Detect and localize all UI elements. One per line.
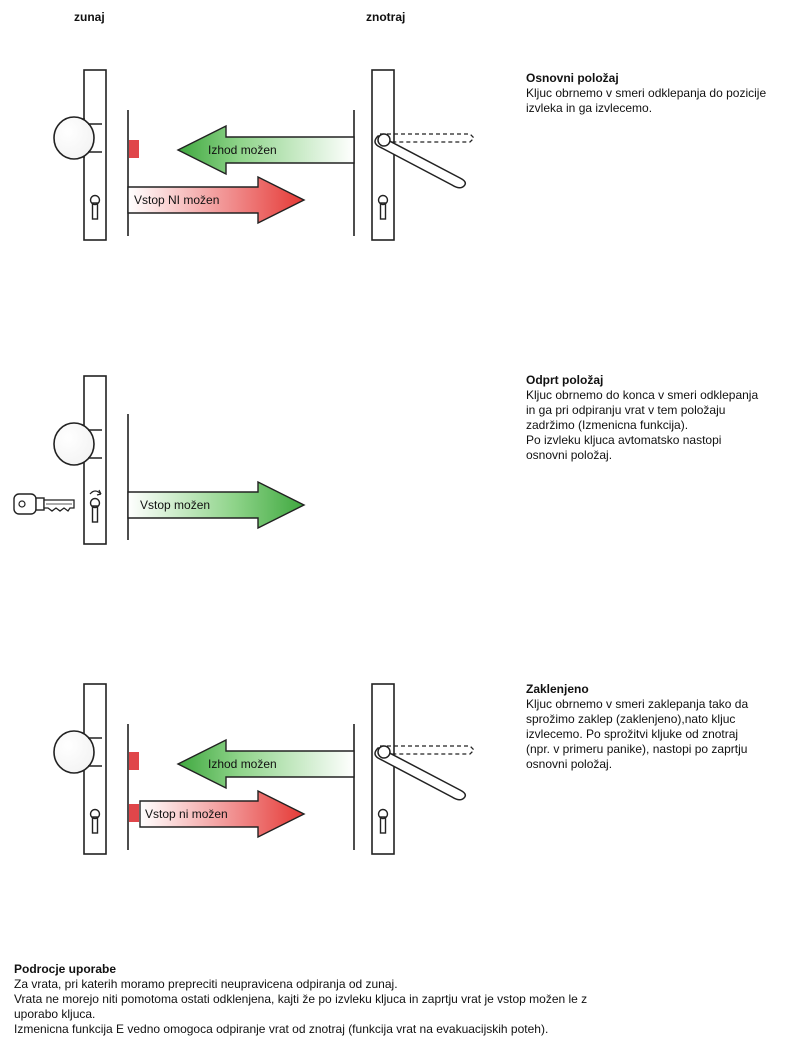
door-knob-icon bbox=[53, 422, 95, 466]
section-1-description: Osnovni položaj Kljuc obrnemo v smeri od… bbox=[526, 71, 794, 116]
footer-line: Za vrata, pri katerih moramo prepreciti … bbox=[14, 977, 398, 991]
outside-door-plate bbox=[53, 69, 107, 241]
outside-door-plate bbox=[53, 375, 107, 545]
section-2-diagram: Vstop možen bbox=[13, 375, 306, 545]
lock-bolt-block bbox=[129, 804, 139, 822]
header-outside: zunaj bbox=[74, 10, 105, 24]
cylinder-keyhole-icon bbox=[377, 194, 389, 220]
cylinder-keyhole-icon bbox=[377, 808, 389, 834]
section-title: Zaklenjeno bbox=[526, 682, 589, 696]
inside-door-plate bbox=[371, 69, 475, 241]
entry-arrow-label: Vstop NI možen bbox=[134, 193, 219, 207]
latch-bolt-block bbox=[129, 752, 139, 770]
cylinder-keyhole-icon bbox=[89, 808, 101, 834]
outside-door-plate bbox=[53, 683, 107, 855]
key-icon bbox=[13, 493, 75, 515]
usage-area-footer: Podrocje uporabe Za vrata, pri katerih m… bbox=[14, 962, 794, 1037]
exit-arrow-label: Izhod možen bbox=[208, 143, 277, 157]
section-1-diagram: Izhod možen Vstop NI možen bbox=[53, 69, 475, 241]
exit-arrow: Izhod možen bbox=[176, 124, 355, 176]
footer-line: Vrata ne morejo niti pomotoma ostati odk… bbox=[14, 992, 588, 1006]
door-handle-icon bbox=[374, 133, 475, 189]
entry-arrow: Vstop ni možen bbox=[139, 789, 306, 839]
entry-arrow-label: Vstop možen bbox=[140, 498, 210, 512]
section-body: Kljuc obrnemo v smeri odklepanja do pozi… bbox=[526, 86, 767, 115]
header-inside: znotraj bbox=[366, 10, 406, 24]
section-body: Kljuc obrnemo v smeri zaklepanja tako da… bbox=[526, 697, 749, 771]
section-3-diagram: Izhod možen Vstop ni možen bbox=[53, 683, 475, 855]
door-knob-icon bbox=[53, 116, 95, 160]
cylinder-keyhole-icon bbox=[89, 194, 101, 220]
exit-arrow-label: Izhod možen bbox=[208, 757, 277, 771]
section-3-description: Zaklenjeno Kljuc obrnemo v smeri zaklepa… bbox=[526, 682, 794, 772]
exit-arrow: Izhod možen bbox=[176, 738, 355, 790]
entry-arrow: Vstop možen bbox=[127, 480, 306, 530]
footer-title: Podrocje uporabe bbox=[14, 962, 117, 976]
entry-arrow: Vstop NI možen bbox=[127, 175, 306, 225]
section-2-description: Odprt položaj Kljuc obrnemo do konca v s… bbox=[526, 373, 794, 463]
door-knob-icon bbox=[53, 730, 95, 774]
door-handle-icon bbox=[374, 745, 475, 801]
latch-bolt-block bbox=[129, 140, 139, 158]
footer-line: uporabo kljuca. bbox=[14, 1007, 96, 1021]
section-title: Odprt položaj bbox=[526, 373, 604, 387]
inside-door-plate bbox=[371, 683, 475, 855]
entry-arrow-label: Vstop ni možen bbox=[145, 807, 228, 821]
cylinder-keyhole-icon bbox=[89, 489, 102, 523]
section-body: Kljuc obrnemo do konca v smeri odklepanj… bbox=[526, 388, 759, 462]
footer-line: Izmenicna funkcija E vedno omogoca odpir… bbox=[14, 1022, 549, 1036]
section-title: Osnovni položaj bbox=[526, 71, 619, 85]
